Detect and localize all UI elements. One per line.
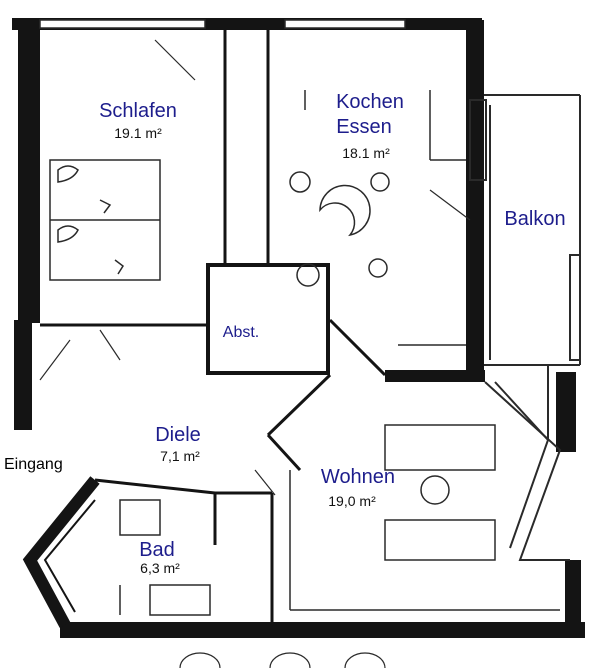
kochen-area: 18.1 m² <box>342 145 390 161</box>
wohnen-area: 19,0 m² <box>328 493 376 509</box>
dining-table <box>289 171 390 287</box>
essen-name: Essen <box>336 116 392 138</box>
bottom-fragments <box>179 652 386 669</box>
abstell-name: Abst. <box>223 324 259 341</box>
kitchen-counter <box>304 90 466 346</box>
outer-walls <box>12 18 585 638</box>
bad-area: 6,3 m² <box>140 560 180 576</box>
diele-area: 7,1 m² <box>160 448 200 464</box>
schlafen-area: 19.1 m² <box>114 125 162 141</box>
wohnen-name: Wohnen <box>321 466 395 488</box>
interior-walls <box>40 30 387 625</box>
schlafen-name: Schlafen <box>99 100 177 122</box>
balkon-name: Balkon <box>504 208 565 230</box>
balkon-outline <box>469 94 581 366</box>
bad-bay-walls <box>22 476 100 628</box>
bath-fixtures <box>119 499 211 616</box>
entrance-label: Eingang <box>4 456 63 473</box>
kochen-name: Kochen <box>336 91 404 113</box>
wohnen-bay-window <box>484 365 570 561</box>
living-furniture <box>289 424 560 611</box>
door-swings <box>39 39 471 496</box>
diele-name: Diele <box>155 424 201 446</box>
windows-top <box>39 19 406 29</box>
room-labels: Schlafen 19.1 m² Kochen Essen 18.1 m² Ba… <box>4 91 566 576</box>
bad-name: Bad <box>139 539 175 561</box>
bed <box>49 159 161 281</box>
